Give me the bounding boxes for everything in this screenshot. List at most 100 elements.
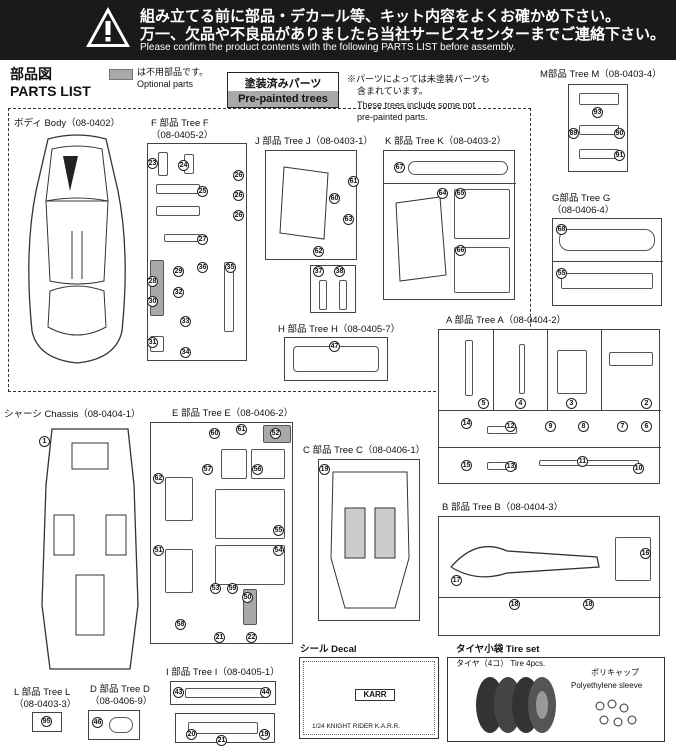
part-number: 55 — [556, 268, 567, 279]
tree-d-part — [109, 717, 133, 733]
part-number: 19 — [319, 464, 330, 475]
prepainted-note-en-1: These trees include some not — [357, 100, 476, 110]
tree-k-part — [395, 196, 447, 282]
tree-d-title: D 部品 Tree D — [90, 684, 150, 695]
part-number: 53 — [210, 583, 221, 594]
tree-m-part — [579, 93, 619, 105]
tree-c-frame — [318, 459, 420, 621]
part-number: 89 — [568, 128, 579, 139]
part-number: 37 — [313, 266, 324, 277]
tree-g-title: G部品 Tree G — [552, 193, 611, 204]
part-number: 23 — [147, 158, 158, 169]
part-number: 65 — [455, 188, 466, 199]
part-number: 61 — [348, 176, 359, 187]
decal-plate: KARR — [355, 689, 395, 701]
tree-g-part — [561, 273, 653, 289]
part-number: 66 — [455, 245, 466, 256]
part-number: 68 — [556, 224, 567, 235]
tree-f-title: F 部品 Tree F — [151, 118, 209, 129]
part-number: 44 — [260, 687, 271, 698]
tree-e-title: E 部品 Tree E（08-0406-2） — [172, 408, 294, 419]
tire-label: タイヤ（4コ） Tire 4pcs. — [456, 659, 546, 668]
prepainted-note-jp-1: ※パーツによっては未塗装パーツも — [347, 74, 490, 84]
part-number: 26 — [233, 190, 244, 201]
part-number: 29 — [173, 266, 184, 277]
part-number: 21 — [216, 735, 227, 746]
poly-cap-group — [595, 699, 637, 727]
tire-stack — [476, 677, 556, 733]
part-number: 10 — [633, 463, 644, 474]
part-number: 61 — [236, 424, 247, 435]
part-number: 35 — [225, 262, 236, 273]
part-number: 5 — [478, 398, 489, 409]
tree-k-title: K 部品 Tree K（08-0403-2） — [385, 136, 507, 147]
decal-frame — [299, 657, 439, 739]
tire-set-title: タイヤ小袋 Tire set — [456, 644, 540, 655]
part-number: 47 — [329, 341, 340, 352]
part-number: 2 — [641, 398, 652, 409]
part-number: 15 — [461, 460, 472, 471]
part-number: 52 — [270, 428, 281, 439]
part-number: 38 — [334, 266, 345, 277]
prepainted-label-en: Pre-painted trees — [228, 91, 338, 107]
part-number: 7 — [617, 421, 628, 432]
tree-c-title: C 部品 Tree C（08-0406-1） — [303, 445, 426, 456]
part-number: 62 — [153, 473, 164, 484]
part-number: 26 — [233, 170, 244, 181]
optional-parts-en: Optional parts — [137, 79, 194, 89]
part-number: 28 — [147, 276, 158, 287]
part-number: 14 — [461, 418, 472, 429]
part-number: 3 — [566, 398, 577, 409]
tree-a-part — [557, 350, 587, 394]
tree-a-part — [519, 344, 525, 394]
prepainted-zone — [8, 108, 531, 392]
tree-e-frame — [150, 422, 293, 644]
decal-sheet — [303, 661, 435, 735]
tree-j-part — [279, 166, 329, 240]
part-number: 64 — [437, 188, 448, 199]
tree-g-code: （08-0406-4） — [552, 205, 615, 216]
tree-chassis-title: シャーシ Chassis（08-0404-1） — [4, 409, 141, 420]
tree-l-title: L 部品 Tree L — [14, 687, 71, 698]
part-number: 17 — [451, 575, 462, 586]
tree-i-part — [188, 722, 258, 734]
part-number: 67 — [394, 162, 405, 173]
part-number: 34 — [180, 347, 191, 358]
warning-icon — [86, 7, 130, 47]
tree-g-part — [559, 229, 655, 251]
part-number: 1 — [39, 436, 50, 447]
tree-m-title: M部品 Tree M（08-0403-4） — [540, 69, 662, 80]
parts-list-title-en: PARTS LIST — [10, 83, 91, 99]
part-number: 19 — [259, 729, 270, 740]
tree-f-part — [164, 234, 200, 242]
tree-l-code: （08-0403-3） — [14, 699, 77, 710]
tree-j-misc-frame — [310, 265, 356, 313]
part-number: 60 — [329, 193, 340, 204]
tree-b-frame — [438, 516, 661, 636]
part-number: 18 — [509, 599, 520, 610]
tree-b-part — [450, 545, 600, 578]
part-number: 55 — [273, 525, 284, 536]
part-number: 24 — [178, 160, 189, 171]
part-number: 91 — [614, 150, 625, 161]
parts-list-title-jp: 部品図 — [10, 66, 52, 82]
banner-line-2: 万一、欠品や不良品がありましたら当社サービスセンターまでご連絡下さい。 — [140, 26, 666, 43]
part-number: 57 — [202, 464, 213, 475]
chassis-part — [41, 428, 139, 670]
tree-e-part — [221, 449, 247, 479]
part-number: 56 — [252, 464, 263, 475]
part-number: 27 — [197, 234, 208, 245]
tree-a-part — [609, 352, 653, 366]
prepainted-label-jp: 塗装済みパーツ — [244, 78, 322, 90]
part-number: 8 — [578, 421, 589, 432]
part-number: 33 — [180, 316, 191, 327]
part-number: 95 — [41, 716, 52, 727]
part-number: 9 — [545, 421, 556, 432]
tree-f-frame — [147, 143, 247, 361]
part-number: 11 — [577, 456, 588, 467]
tree-f-part — [156, 206, 200, 216]
tree-m-part — [579, 125, 619, 135]
tree-f-part — [156, 184, 200, 194]
part-number: 31 — [147, 337, 158, 348]
tree-b-title: B 部品 Tree B（08-0404-3） — [442, 502, 564, 513]
